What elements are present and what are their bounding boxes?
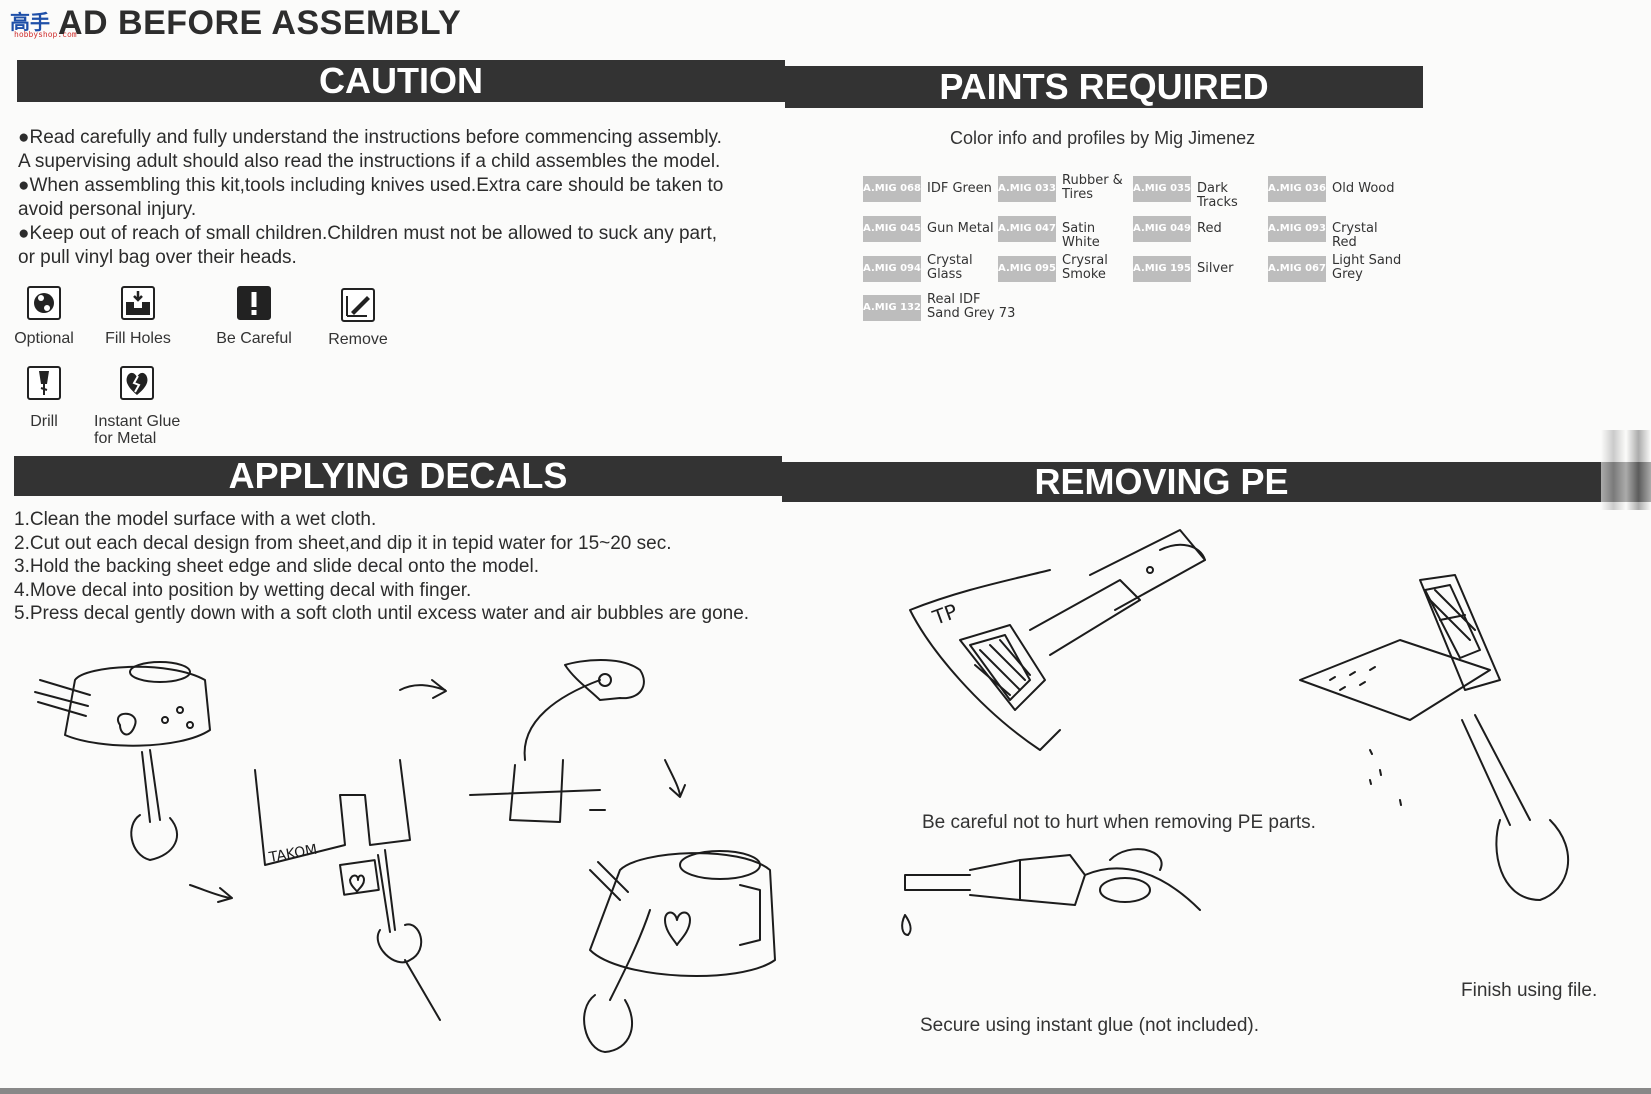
paint-code-swatch: A.MIG 094 (863, 256, 921, 282)
caution-line: or pull vinyl bag over their heads. (18, 247, 297, 268)
optional-icon (27, 286, 61, 320)
glue-bottle-drawing (901, 848, 1201, 936)
paint-name: Real IDF Sand Grey 73 (927, 292, 1016, 321)
paint-code-swatch: A.MIG 195 (1133, 256, 1191, 282)
instant-glue-icon (120, 366, 154, 400)
optional-icon-label: Optional (14, 330, 74, 347)
paint-name: Silver (1197, 261, 1234, 276)
logo-text: 高手 (10, 10, 50, 34)
pe-caption-careful: Be careful not to hurt when removing PE … (922, 812, 1316, 833)
turret-cleaning-drawing (34, 661, 211, 861)
paint-code-swatch: A.MIG 093 (1268, 216, 1326, 242)
caution-title: CAUTION (319, 60, 483, 101)
decal-sheet-drawing: TAKOM (254, 759, 441, 1021)
paint-code-swatch: A.MIG 047 (998, 216, 1056, 242)
paint-code-swatch: A.MIG 095 (998, 256, 1056, 282)
paint-code-swatch: A.MIG 035 (1133, 176, 1191, 202)
decal-step: 3.Hold the backing sheet edge and slide … (14, 556, 539, 577)
caution-line: avoid personal injury. (18, 199, 197, 220)
decal-step: 5.Press decal gently down with a soft cl… (14, 603, 750, 624)
paint-name: Gun Metal (927, 221, 994, 236)
paints-title: PAINTS REQUIRED (939, 66, 1269, 107)
remove-icon (341, 288, 375, 322)
paint-name: Satin White (1062, 221, 1100, 250)
decal-illustration: TAKOM (34, 659, 776, 1053)
paint-code-swatch: A.MIG 036 (1268, 176, 1326, 202)
drill-icon-label: Drill (30, 413, 58, 430)
pe-title: REMOVING PE (1034, 461, 1289, 502)
caution-line: ●When assembling this kit,tools includin… (18, 175, 724, 196)
pe-frame-label: TP (929, 599, 961, 630)
caution-line: A supervising adult should also read the… (18, 151, 721, 172)
paint-code-swatch: A.MIG 045 (863, 216, 921, 242)
decal-step: 1.Clean the model surface with a wet clo… (14, 509, 377, 530)
binding-edge (1601, 430, 1651, 510)
instant-glue-icon-label: Instant Glue for Metal (94, 413, 181, 447)
caution-line: ●Keep out of reach of small children.Chi… (18, 223, 718, 244)
arrow-icon (664, 759, 686, 798)
remove-icon-label: Remove (328, 331, 388, 348)
pe-illustration: TP (901, 529, 1569, 936)
water-dip-drawing (469, 659, 645, 823)
paint-code-swatch: A.MIG 132 (863, 295, 921, 321)
pe-caption-file: Finish using file. (1461, 980, 1598, 1001)
paint-name: Red (1197, 221, 1222, 236)
decal-sheet-label: TAKOM (267, 842, 319, 866)
paint-code-swatch: A.MIG 033 (998, 176, 1056, 202)
turret-pressing-drawing (583, 850, 776, 1053)
paint-name: Light Sand Grey (1332, 253, 1402, 282)
logo-subtext: hobbyshop.com (14, 30, 77, 39)
pe-cutting-drawing: TP (909, 529, 1206, 751)
paints-subtitle: Color info and profiles by Mig Jimenez (950, 128, 1256, 148)
paint-name: IDF Green (927, 181, 992, 196)
caution-header-bar: CAUTION (17, 60, 785, 102)
decal-step: 2.Cut out each decal design from sheet,a… (14, 532, 672, 554)
paints-header-bar: PAINTS REQUIRED (785, 66, 1423, 108)
bottom-edge (0, 1088, 1651, 1094)
paint-name: Rubber & Tires (1062, 173, 1123, 202)
site-watermark-logo: 高手 hobbyshop.com (6, 6, 77, 40)
page-title: AD BEFORE ASSEMBLY (58, 4, 462, 42)
decal-step: 4.Move decal into position by wetting de… (14, 579, 472, 601)
paint-code-swatch: A.MIG 068 (863, 176, 921, 202)
paint-name: Crysral Smoke (1062, 253, 1108, 282)
paint-name: Crystal Red (1332, 221, 1378, 250)
pe-header-bar: REMOVING PE (782, 462, 1651, 502)
fill-holes-icon-label: Fill Holes (105, 330, 171, 347)
arrow-icon (399, 679, 447, 699)
caution-line: ●Read carefully and fully understand the… (18, 127, 722, 148)
paint-code-swatch: A.MIG 049 (1133, 216, 1191, 242)
arrow-icon (189, 884, 233, 903)
fill-holes-icon (121, 286, 155, 320)
paint-name: Dark Tracks (1197, 181, 1238, 210)
decal-steps-list: 1.Clean the model surface with a wet clo… (14, 508, 749, 626)
pe-caption-glue: Secure using instant glue (not included)… (920, 1015, 1260, 1036)
decals-title: APPLYING DECALS (228, 455, 568, 496)
be-careful-icon (237, 286, 271, 320)
pe-filing-drawing (1299, 574, 1569, 901)
caution-text-block: ●Read carefully and fully understand the… (18, 126, 723, 270)
paint-name: Old Wood (1332, 181, 1395, 196)
paint-name: Crystal Glass (927, 253, 973, 282)
drill-icon (27, 366, 61, 400)
paint-code-swatch: A.MIG 067 (1268, 256, 1326, 282)
decals-header-bar: APPLYING DECALS (14, 456, 782, 496)
be-careful-icon-label: Be Careful (216, 330, 292, 347)
